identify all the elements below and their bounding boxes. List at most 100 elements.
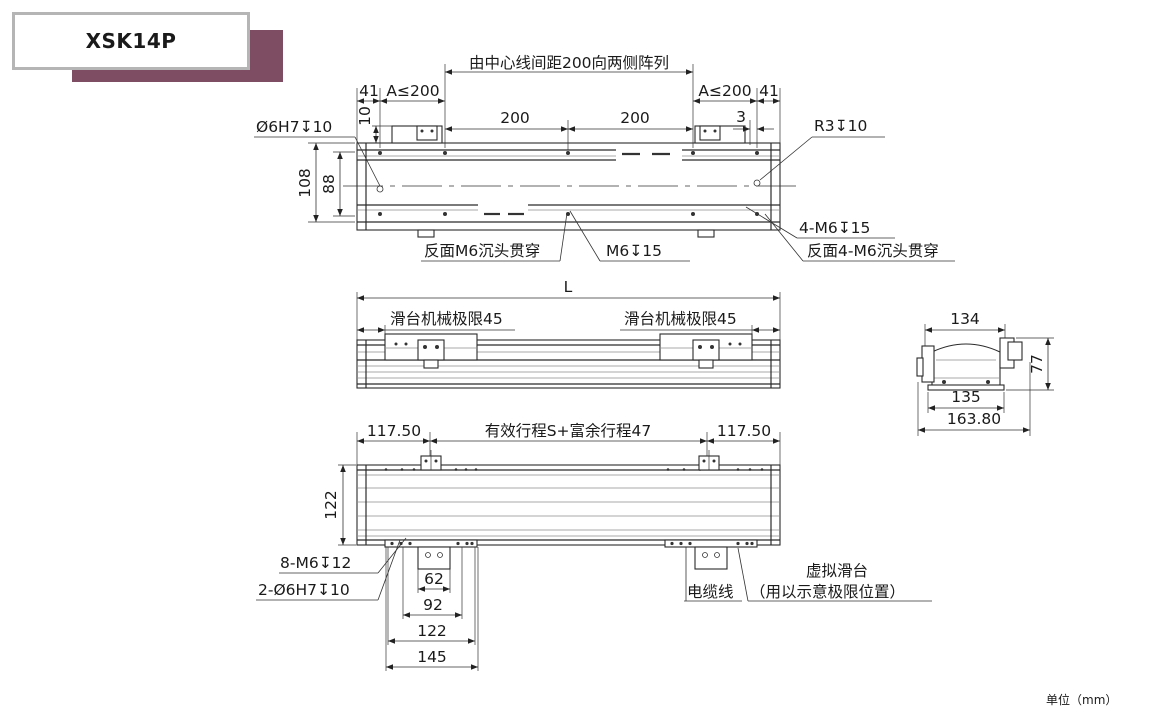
tap-m6-callout: M6↧15: [606, 242, 662, 260]
base-hole: [750, 541, 754, 546]
end-left-dimension: 117.50: [367, 422, 421, 440]
profile-base: [927, 384, 1005, 391]
mounting-hole: [443, 151, 447, 155]
base-width-dimension: 135: [951, 388, 981, 406]
limit-right-label: 滑台机械极限45: [624, 310, 737, 328]
marker-hole: [400, 468, 404, 471]
cable-block: [417, 546, 451, 570]
overall-width-dimension: 163.80: [947, 410, 1001, 428]
slider-block: [416, 125, 438, 141]
mount-hole: [942, 380, 946, 384]
slider-block: [692, 339, 720, 361]
bolt: [698, 345, 702, 349]
radius-callout: R3↧10: [814, 117, 867, 135]
dimension-92: 92: [423, 596, 443, 614]
dimension-145: 145: [417, 648, 447, 666]
bottom-view: [256, 432, 932, 671]
dimension-3: 3: [736, 108, 746, 126]
right-end-dimension: 41: [759, 82, 779, 100]
virtual-slider-note: （用以示意极限位置）: [750, 582, 905, 601]
bottom-view-labels: 117.50 有效行程S+富余行程47 117.50 122 8-M6↧12 2…: [258, 421, 905, 666]
marker-hole: [412, 468, 416, 471]
back-m6-callout: 反面M6沉头贯穿: [424, 242, 540, 260]
right-a-dimension: A≤200: [698, 82, 751, 100]
leader-line: [737, 547, 749, 602]
mounting-hole: [691, 212, 695, 216]
height-dimension: 77: [1028, 354, 1046, 374]
base-hole: [465, 541, 469, 546]
rail-height-dimension: 88: [320, 174, 338, 194]
bolt: [423, 345, 427, 349]
base-hole: [745, 541, 749, 546]
top-view: [254, 64, 955, 262]
overall-height-dimension: 108: [296, 168, 314, 198]
marker-hole: [760, 468, 764, 471]
end-view: [916, 324, 1054, 436]
bolt: [425, 552, 431, 558]
cable-label: 电缆线: [687, 583, 734, 601]
tap-holes-callout: 8-M6↧12: [280, 554, 351, 572]
marker-hole: [666, 468, 670, 471]
cable-tab: [697, 229, 715, 238]
marker-hole: [682, 468, 686, 471]
bolt: [702, 459, 706, 463]
pin-hole: [376, 185, 384, 193]
marker-hole: [464, 468, 468, 471]
leader-line: [354, 136, 381, 187]
profile-body: [931, 343, 1001, 386]
slider-block: [417, 339, 445, 361]
bolt: [394, 342, 398, 346]
left-end-dimension: 41: [359, 82, 379, 100]
bolt: [712, 459, 716, 463]
bolt: [420, 129, 424, 133]
cable-block: [694, 546, 728, 570]
mounting-hole: [691, 151, 695, 155]
marker-hole: [736, 468, 740, 471]
leader-line: [377, 537, 407, 574]
back-4m6-callout: 反面4-M6沉头贯穿: [807, 242, 939, 260]
left-clamp: [916, 357, 924, 377]
dimension-122: 122: [417, 622, 447, 640]
bolt: [430, 129, 434, 133]
bolt: [434, 459, 438, 463]
mounting-hole: [443, 212, 447, 216]
pitch-left-dimension: 200: [500, 109, 530, 127]
bolt: [714, 552, 720, 558]
end-hole: [753, 179, 761, 187]
slider-connector: [423, 359, 439, 369]
base-hole: [736, 541, 740, 546]
top-view-labels: 由中心线间距200向两侧阵列 41 A≤200 A≤200 41 200 200…: [256, 54, 939, 260]
base-hole: [456, 541, 460, 546]
virtual-slider-label: 虚拟滑台: [806, 562, 868, 580]
marker-hole: [474, 468, 478, 471]
mounting-hole: [378, 151, 382, 155]
top-width-dimension: 134: [950, 310, 980, 328]
base-hole: [688, 541, 692, 546]
base-hole: [679, 541, 683, 546]
end-right-dimension: 117.50: [717, 422, 771, 440]
marker-hole: [748, 468, 752, 471]
bolt: [713, 129, 717, 133]
slider-block: [699, 125, 721, 141]
length-dimension: L: [564, 278, 573, 296]
bolt: [710, 345, 714, 349]
mounting-hole: [378, 212, 382, 216]
base-hole: [408, 541, 412, 546]
side-view: [356, 292, 781, 389]
dimension-10: 10: [356, 106, 374, 126]
base-hole: [670, 541, 674, 546]
leader-line: [569, 210, 601, 262]
leader-line: [759, 136, 813, 181]
base-hole: [390, 541, 394, 546]
left-a-dimension: A≤200: [386, 82, 439, 100]
pin-holes-callout: 2-Ø6H7↧10: [258, 581, 350, 599]
bolt: [437, 552, 443, 558]
bolt: [404, 342, 408, 346]
base-hole: [470, 541, 474, 546]
array-note: 由中心线间距200向两侧阵列: [469, 54, 669, 72]
marker-hole: [384, 468, 388, 471]
width-dimension: 122: [322, 490, 340, 520]
bolt: [738, 342, 742, 346]
slider-connector: [698, 359, 714, 369]
